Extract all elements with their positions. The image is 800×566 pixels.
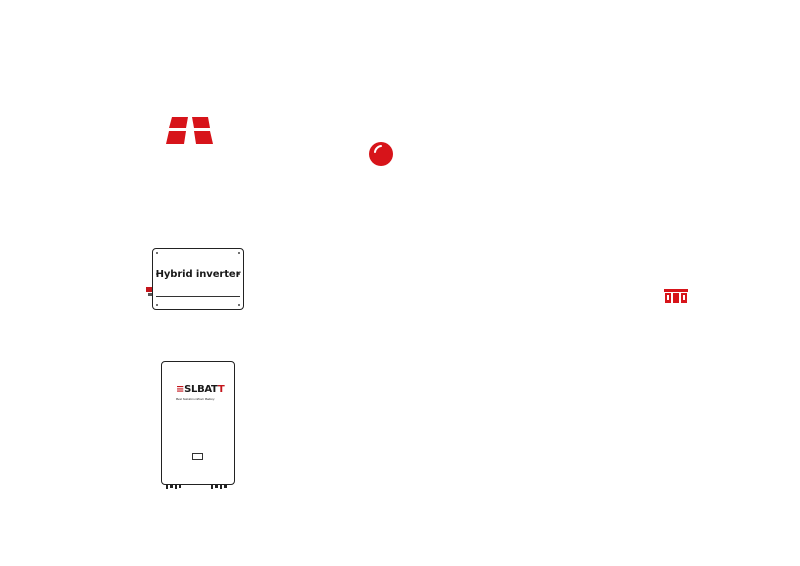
screw bbox=[156, 273, 158, 275]
screw bbox=[238, 252, 240, 254]
hybrid-inverter: Hybrid inverter bbox=[152, 248, 244, 310]
battery-connectors-icon bbox=[166, 484, 227, 489]
screw bbox=[238, 304, 240, 306]
battery-unit: ≡SLBATT Best Solution Lithium Battery bbox=[161, 361, 235, 485]
inverter-cable-plug bbox=[146, 287, 153, 292]
screw bbox=[238, 273, 240, 275]
inverter-cable bbox=[148, 293, 153, 296]
screw bbox=[156, 252, 158, 254]
screw bbox=[156, 304, 158, 306]
battery-brand-logo: ≡SLBATT bbox=[176, 384, 225, 395]
inverter-label: Hybrid inverter bbox=[155, 269, 241, 280]
power-meter-icon bbox=[664, 289, 688, 303]
light-bulb-icon bbox=[369, 142, 393, 166]
solar-panel-icon bbox=[166, 117, 213, 144]
inverter-divider bbox=[156, 296, 240, 297]
battery-tagline: Best Solution Lithium Battery bbox=[176, 397, 215, 401]
battery-display-icon bbox=[192, 453, 203, 460]
